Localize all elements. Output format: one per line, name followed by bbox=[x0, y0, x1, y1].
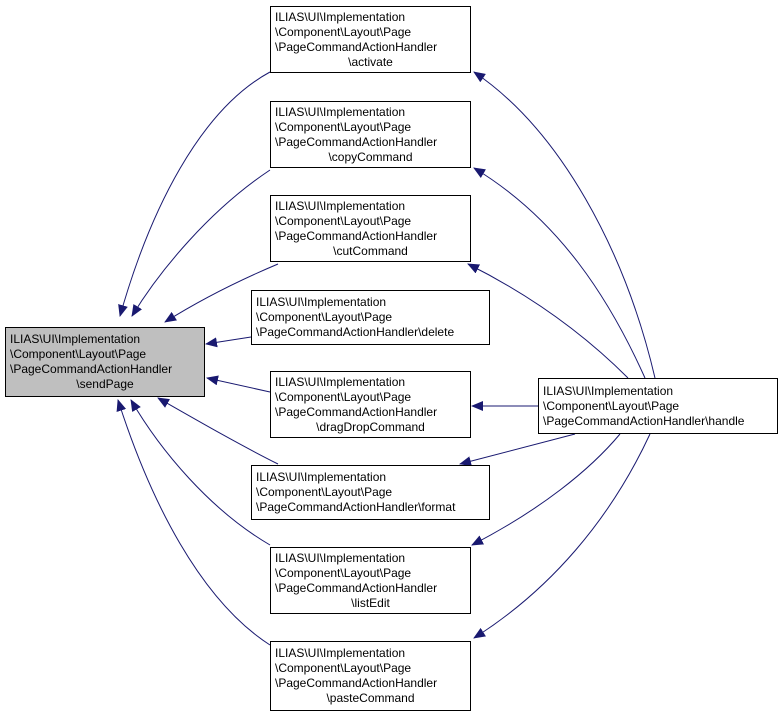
node-cutCommand-line-4: \cutCommand bbox=[333, 243, 408, 258]
node-handle-line-1: ILIAS\UI\Implementation bbox=[543, 383, 674, 398]
node-copyCommand-line-2: \Component\Layout\Page bbox=[275, 119, 412, 134]
node-sendPage-line-1: ILIAS\UI\Implementation bbox=[10, 332, 141, 346]
edge-handle-to-activate bbox=[473, 71, 656, 379]
node-dragDropCommand-line-1: ILIAS\UI\Implementation bbox=[275, 374, 406, 389]
node-format[interactable]: ILIAS\UI\Implementation \Component\Layou… bbox=[251, 465, 490, 520]
node-sendPage[interactable]: ILIAS\UI\Implementation \Component\Layou… bbox=[5, 327, 205, 397]
node-format-line-1: ILIAS\UI\Implementation bbox=[256, 470, 387, 484]
node-activate-line-3: \PageCommandActionHandler bbox=[275, 39, 438, 54]
node-delete-line-2: \Component\Layout\Page bbox=[256, 310, 393, 324]
node-listEdit-line-3: \PageCommandActionHandler bbox=[275, 580, 438, 595]
node-copyCommand-line-3: \PageCommandActionHandler bbox=[275, 134, 438, 149]
node-dragDropCommand-line-3: \PageCommandActionHandler bbox=[275, 404, 438, 419]
node-sendPage-line-2: \Component\Layout\Page bbox=[10, 347, 147, 361]
node-sendPage-line-4: \sendPage bbox=[76, 377, 134, 391]
node-activate[interactable]: ILIAS\UI\Implementation \Component\Layou… bbox=[270, 6, 471, 73]
node-pasteCommand-line-1: ILIAS\UI\Implementation bbox=[275, 646, 406, 660]
node-pasteCommand[interactable]: ILIAS\UI\Implementation \Component\Layou… bbox=[270, 641, 471, 711]
node-copyCommand[interactable]: ILIAS\UI\Implementation \Component\Layou… bbox=[270, 101, 471, 168]
node-handle-line-3: \PageCommandActionHandler\handle bbox=[543, 413, 745, 428]
node-handle[interactable]: ILIAS\UI\Implementation \Component\Layou… bbox=[538, 378, 778, 434]
node-pasteCommand-line-3: \PageCommandActionHandler bbox=[275, 676, 438, 690]
node-delete-line-1: ILIAS\UI\Implementation bbox=[256, 295, 387, 309]
node-format-line-3: \PageCommandActionHandler\format bbox=[256, 500, 456, 514]
edge-pasteCommand-to-sendPage bbox=[116, 399, 271, 646]
edge-delete-to-sendPage bbox=[205, 336, 252, 348]
node-format-line-2: \Component\Layout\Page bbox=[256, 485, 393, 499]
node-pasteCommand-line-2: \Component\Layout\Page bbox=[275, 661, 412, 675]
node-handle-line-2: \Component\Layout\Page bbox=[543, 398, 680, 413]
edge-copyCommand-to-sendPage bbox=[131, 169, 271, 317]
node-dragDropCommand-line-4: \dragDropCommand bbox=[316, 419, 425, 434]
edge-handle-to-copyCommand bbox=[473, 167, 646, 379]
edge-handle-to-format bbox=[459, 433, 576, 467]
node-copyCommand-line-4: \copyCommand bbox=[328, 149, 413, 164]
edge-dragDropCommand-to-sendPage bbox=[206, 375, 271, 393]
node-listEdit[interactable]: ILIAS\UI\Implementation \Component\Layou… bbox=[270, 547, 471, 614]
edge-handle-to-listEdit bbox=[471, 433, 621, 546]
node-listEdit-line-1: ILIAS\UI\Implementation bbox=[275, 550, 406, 565]
node-copyCommand-line-1: ILIAS\UI\Implementation bbox=[275, 104, 406, 119]
node-dragDropCommand-line-2: \Component\Layout\Page bbox=[275, 389, 412, 404]
node-activate-line-2: \Component\Layout\Page bbox=[275, 24, 412, 39]
node-sendPage-line-3: \PageCommandActionHandler bbox=[10, 362, 173, 376]
edge-cutCommand-to-sendPage bbox=[164, 263, 279, 323]
node-cutCommand[interactable]: ILIAS\UI\Implementation \Component\Layou… bbox=[270, 195, 471, 262]
node-activate-line-1: ILIAS\UI\Implementation bbox=[275, 9, 406, 24]
edge-handle-to-pasteCommand bbox=[473, 433, 651, 639]
node-listEdit-line-2: \Component\Layout\Page bbox=[275, 565, 412, 580]
node-pasteCommand-line-4: \pasteCommand bbox=[326, 691, 415, 705]
edge-handle-to-cutCommand bbox=[467, 263, 629, 379]
edge-activate-to-sendPage bbox=[118, 71, 271, 317]
node-cutCommand-line-1: ILIAS\UI\Implementation bbox=[275, 198, 406, 213]
edge-listEdit-to-sendPage bbox=[130, 399, 271, 546]
node-delete-line-3: \PageCommandActionHandler\delete bbox=[256, 325, 455, 339]
edge-format-to-sendPage bbox=[157, 397, 279, 465]
node-activate-line-4: \activate bbox=[348, 54, 393, 69]
node-listEdit-line-4: \listEdit bbox=[351, 595, 390, 610]
node-delete[interactable]: ILIAS\UI\Implementation \Component\Layou… bbox=[251, 290, 490, 345]
node-dragDropCommand[interactable]: ILIAS\UI\Implementation \Component\Layou… bbox=[270, 371, 471, 438]
node-cutCommand-line-2: \Component\Layout\Page bbox=[275, 213, 412, 228]
node-cutCommand-line-3: \PageCommandActionHandler bbox=[275, 228, 438, 243]
